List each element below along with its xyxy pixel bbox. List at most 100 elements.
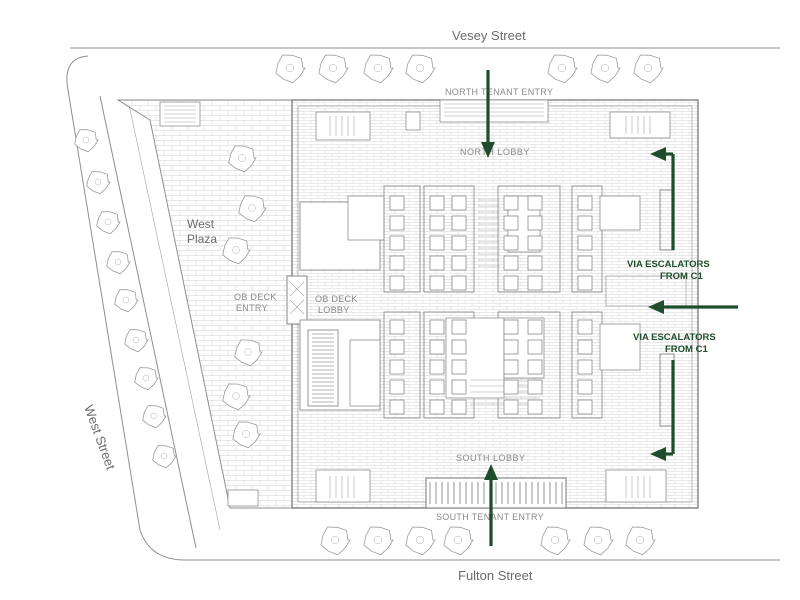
elevator-cab	[503, 319, 519, 335]
elevator-cab	[389, 255, 405, 271]
tree-icon	[633, 54, 664, 84]
elevator-cab	[429, 255, 445, 271]
elevator-cab	[577, 379, 593, 395]
elevator-cab	[451, 399, 467, 415]
tree-icon	[275, 54, 306, 84]
elevator-cab	[503, 275, 519, 291]
elevator-cab	[389, 359, 405, 375]
elevator-cab	[389, 235, 405, 251]
elevator-cab	[527, 235, 543, 251]
tree-icon	[228, 145, 257, 173]
elevator-cab	[527, 399, 543, 415]
north-entry-arrow-icon	[481, 70, 495, 158]
elevator-cab	[527, 255, 543, 271]
elevator-cab	[451, 215, 467, 231]
elevator-cab	[503, 379, 519, 395]
tree-icon	[142, 405, 167, 429]
elevator-cab	[451, 235, 467, 251]
elevator-cab	[527, 275, 543, 291]
tree-icon	[232, 421, 261, 449]
ob-deck-entry-label-line1: OB DECK	[234, 292, 277, 302]
escalator-lower-arrow-icon	[650, 360, 675, 461]
elevator-cab	[577, 399, 593, 415]
elevator-cab	[389, 195, 405, 211]
escalator-upper-arrow-icon	[650, 147, 675, 250]
west-plaza-label-line2: Plaza	[187, 232, 217, 246]
tree-icon	[547, 54, 578, 84]
ob-deck-entry-label-line2: ENTRY	[236, 303, 268, 313]
tree-icon	[405, 54, 436, 84]
ob-deck-lobby-label-line2: LOBBY	[318, 305, 350, 315]
south-entry-arrow-icon	[484, 464, 498, 546]
elevator-cab	[429, 215, 445, 231]
south-lobby-label: SOUTH LOBBY	[456, 453, 526, 463]
east-entry-arrow-icon	[648, 300, 738, 314]
elevator-cab	[503, 215, 519, 231]
tree-icon	[625, 526, 656, 556]
north-tenant-entry-label: NORTH TENANT ENTRY	[445, 87, 553, 97]
elevator-cab	[429, 275, 445, 291]
tree-icon	[134, 367, 159, 391]
elevator-cab	[429, 359, 445, 375]
elevator-cab	[451, 255, 467, 271]
elevator-cab	[503, 235, 519, 251]
elevator-cab	[451, 319, 467, 335]
elevator-cab	[429, 195, 445, 211]
tree-icon	[106, 251, 131, 275]
elevator-cab	[503, 359, 519, 375]
elevator-cab	[429, 399, 445, 415]
escalators-upper-label-line1: VIA ESCALATORS	[627, 259, 710, 270]
elevator-cab	[429, 339, 445, 355]
elevator-cab	[577, 339, 593, 355]
tree-icon	[74, 129, 99, 153]
tree-icon	[86, 171, 111, 195]
tree-icon	[152, 445, 177, 469]
elevator-cab	[451, 195, 467, 211]
elevator-cab	[389, 275, 405, 291]
fulton-street-label: Fulton Street	[458, 568, 533, 583]
tree-icon	[234, 339, 263, 367]
elevator-cab	[429, 235, 445, 251]
tree-icon	[583, 526, 614, 556]
site-outline	[66, 47, 780, 561]
tree-icon	[96, 211, 121, 235]
elevator-cab	[451, 359, 467, 375]
elevator-cab	[429, 319, 445, 335]
elevator-cab	[527, 319, 543, 335]
elevator-cab	[389, 215, 405, 231]
tree-icon	[363, 526, 394, 556]
north-lobby-label: NORTH LOBBY	[460, 147, 530, 157]
tree-icon	[405, 526, 436, 556]
elevator-cab	[503, 255, 519, 271]
elevator-cab	[389, 379, 405, 395]
tree-icon	[540, 526, 571, 556]
vesey-street-label: Vesey Street	[452, 28, 526, 43]
building-footprint	[286, 99, 699, 509]
escalators-lower-label-line1: VIA ESCALATORS	[633, 332, 716, 343]
tree-icon	[222, 383, 251, 411]
elevator-cab	[527, 379, 543, 395]
tree-icon	[238, 195, 267, 223]
escalators-lower-label-line2: FROM C1	[665, 344, 708, 355]
elevator-cab	[527, 195, 543, 211]
elevator-cab	[389, 339, 405, 355]
elevator-cab	[503, 195, 519, 211]
tree-icon	[318, 54, 349, 84]
elevator-cab	[577, 319, 593, 335]
elevator-cab	[577, 255, 593, 271]
elevator-cab	[503, 339, 519, 355]
elevator-cab	[577, 275, 593, 291]
elevator-cab	[577, 359, 593, 375]
tree-icon	[114, 289, 139, 313]
elevator-cab	[527, 359, 543, 375]
elevator-cab	[451, 339, 467, 355]
elevator-cab	[577, 195, 593, 211]
tree-icon	[222, 237, 251, 265]
tree-icon	[124, 329, 149, 353]
elevator-cab	[527, 215, 543, 231]
west-street-label: West Street	[81, 403, 118, 472]
elevator-cab	[503, 399, 519, 415]
escalators-upper-label-line2: FROM C1	[660, 271, 703, 282]
ob-deck-lobby-label-line1: OB DECK	[315, 294, 358, 304]
